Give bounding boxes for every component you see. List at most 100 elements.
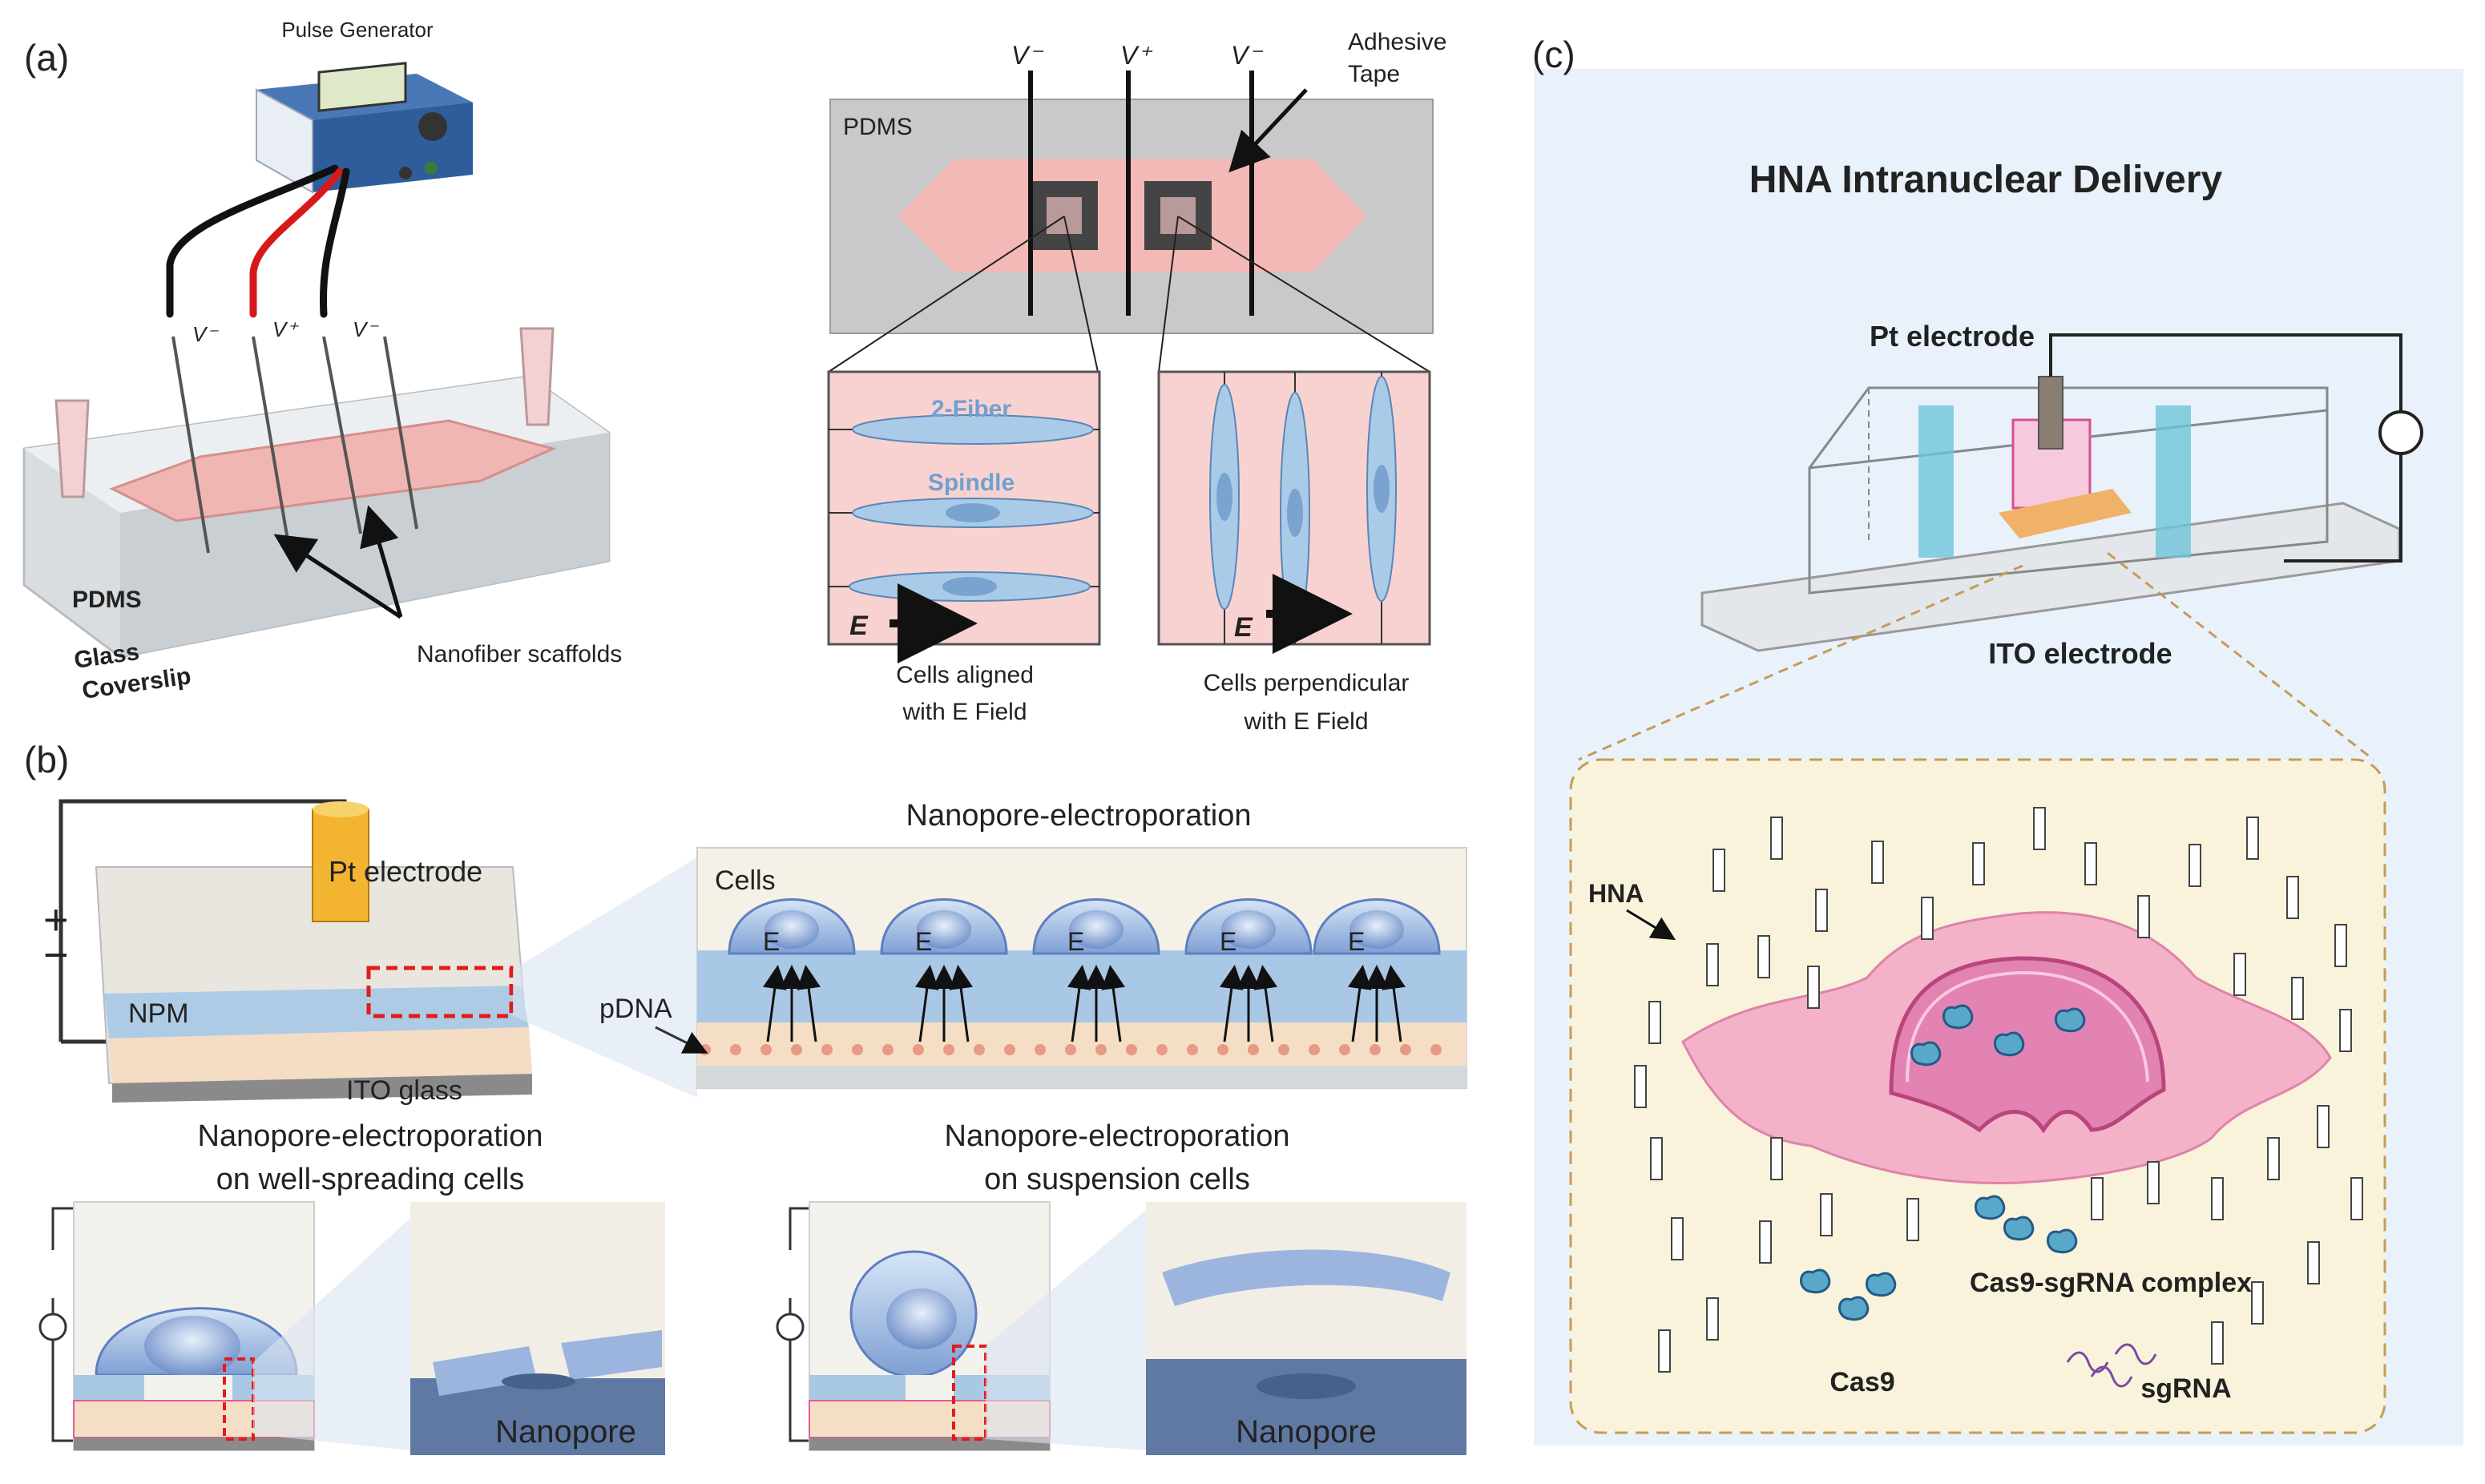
field-arrow — [797, 965, 821, 1042]
hna-pillar — [1770, 817, 1783, 860]
hna-pillar — [1820, 1193, 1833, 1236]
hna-pillars — [1634, 807, 2363, 1373]
minus-sign: − — [43, 931, 69, 979]
panel-c-label: (c) — [1532, 34, 1575, 75]
cell-nucleus — [1349, 910, 1404, 949]
panel-a-label: (a) — [24, 37, 69, 79]
glass-label: Glass — [72, 639, 141, 674]
hna-pillar — [1712, 849, 1725, 892]
schematic-v-minus-2: V⁻ — [1231, 41, 1263, 70]
hna-pillar — [2286, 876, 2299, 919]
ito-glass-label: ITO glass — [346, 1075, 462, 1106]
hna-pillar — [1921, 897, 1934, 940]
pdna-particle — [1430, 1044, 1442, 1055]
pdna-particle — [1035, 1044, 1046, 1055]
schematic-pdms-label: PDMS — [843, 114, 913, 140]
cas9-proteins — [1800, 1004, 2086, 1321]
panel-a: (a) Pulse Generator V⁻ V⁺ V⁻ — [22, 18, 1446, 735]
electric-field-label: E — [1348, 927, 1365, 956]
pdna-particle — [791, 1044, 802, 1055]
hna-pillar — [2251, 1281, 2264, 1325]
schematic-v-minus-1: V⁻ — [1011, 41, 1043, 70]
field-arrow — [1101, 965, 1126, 1042]
suspension-title-1: Nanopore-electroporation — [945, 1119, 1290, 1153]
pdna-particle — [1187, 1044, 1198, 1055]
pdna-particle — [1278, 1044, 1289, 1055]
pdna-particle — [1004, 1044, 1015, 1055]
e-field-symbol-aligned: E — [849, 611, 869, 641]
hna-pillar — [1634, 1065, 1647, 1108]
field-arrow — [1067, 965, 1091, 1042]
hna-pillar — [1706, 943, 1719, 986]
wire-label-v-plus: V⁺ — [272, 317, 299, 341]
pdna-particle — [913, 1044, 924, 1055]
panel-b-label: (b) — [24, 739, 69, 780]
nanopore-label-left: Nanopore — [495, 1414, 636, 1450]
spindle-label: Spindle — [928, 470, 1015, 496]
schematic-v-plus: V⁺ — [1120, 41, 1152, 70]
aligned-caption-2: with E Field — [902, 699, 1027, 725]
e-field-symbol-perpendicular: E — [1234, 612, 1253, 643]
field-arrow — [914, 965, 939, 1042]
hna-pillar — [2339, 1009, 2352, 1052]
plus-sign: + — [43, 896, 69, 944]
pdna-particle — [1309, 1044, 1320, 1055]
panel-b: (b) + − Pt electrode NPM ITO glass Nanop… — [24, 739, 1467, 1455]
pdms-device — [22, 327, 611, 659]
complex-label: Cas9-sgRNA complex — [1970, 1268, 2252, 1298]
panel-c: (c) HNA Intranuclear Delivery Pt electro… — [1532, 34, 2463, 1446]
hna-pillar — [2246, 817, 2259, 860]
scaffold-arrow-1 — [273, 534, 402, 619]
sgrna-label: sgRNA — [2140, 1373, 2231, 1404]
perpendicular-caption-1: Cells perpendicular — [1204, 670, 1410, 696]
hna-pillar — [2291, 977, 2304, 1020]
perpendicular-cells-box — [1157, 370, 1431, 654]
cells-label: Cells — [715, 865, 776, 896]
hna-device — [1700, 333, 2423, 652]
npm-setup — [58, 799, 697, 1103]
wire-label-v-minus-1: V⁻ — [192, 322, 219, 346]
hna-arrow — [1626, 909, 1676, 941]
cas9-label: Cas9 — [1829, 1367, 1894, 1397]
pdna-particle — [943, 1044, 954, 1055]
hna-pillar — [2307, 1241, 2320, 1284]
hna-pillar — [2147, 1161, 2160, 1204]
electric-field-label: E — [915, 927, 932, 956]
ito-electrode-label: ITO electrode — [1988, 637, 2172, 670]
hna-pillar — [1770, 1137, 1783, 1180]
two-fiber-label: 2-Fiber — [931, 396, 1011, 422]
generator-wires — [166, 164, 350, 318]
nanopore-zoom-box — [696, 847, 1467, 1089]
pt-electrode-label-b: Pt electrode — [329, 855, 482, 888]
hna-pillar — [2188, 844, 2201, 887]
hna-pillar — [2350, 1177, 2363, 1220]
suspension-setup — [776, 1201, 1466, 1455]
cell-nucleus — [764, 910, 819, 949]
field-arrow — [762, 965, 787, 1042]
hna-pillar — [1906, 1198, 1919, 1241]
nanopore-label-right: Nanopore — [1236, 1414, 1377, 1450]
field-arrow — [1253, 965, 1278, 1042]
electric-field-label: E — [763, 927, 780, 956]
nanofiber-scaffolds-label: Nanofiber scaffolds — [417, 641, 622, 667]
hna-pillar — [2317, 1105, 2330, 1148]
pdna-particle — [1248, 1044, 1259, 1055]
nanopore-electroporation-title: Nanopore-electroporation — [906, 799, 1252, 833]
pdna-particle — [882, 1044, 894, 1055]
hna-pillar — [1650, 1137, 1663, 1180]
pdms-photo-label: PDMS — [72, 587, 142, 613]
hna-pillar — [2211, 1177, 2224, 1220]
hna-pillar — [2091, 1177, 2104, 1220]
pdna-particle — [1126, 1044, 1137, 1055]
sgrna-strands — [2066, 1343, 2157, 1388]
hna-pillar — [1759, 1220, 1772, 1264]
electric-field-label: E — [1220, 927, 1236, 956]
well-spreading-title-2: on well-spreading cells — [216, 1163, 524, 1196]
pdna-particle — [852, 1044, 863, 1055]
hna-pillar — [1972, 842, 1985, 885]
hna-pillar — [1658, 1329, 1671, 1373]
pdna-particle — [1065, 1044, 1076, 1055]
hna-pillar — [1871, 841, 1884, 884]
